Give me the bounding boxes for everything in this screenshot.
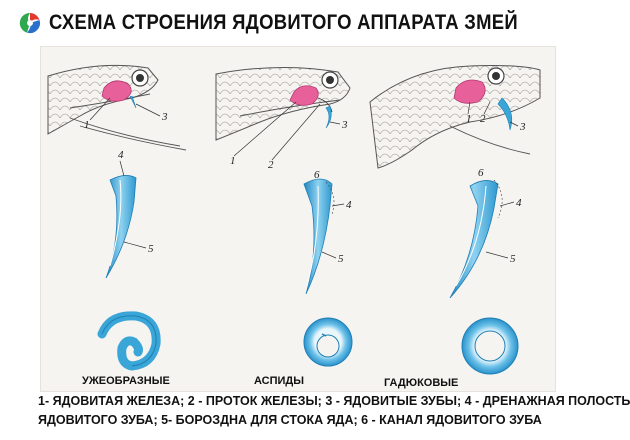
fang-elapid	[303, 178, 335, 295]
label-num: 6	[314, 169, 320, 181]
label-num: 3	[341, 119, 348, 131]
cross-section-partial-canal	[303, 317, 353, 367]
label-num: 5	[338, 253, 344, 265]
fang-viper	[449, 179, 503, 299]
label-num: 3	[161, 111, 168, 123]
venom-apparatus-diagram: 1 3 1 2 3 1 2 3	[40, 46, 556, 392]
venom-gland	[289, 85, 319, 106]
snake-family-label: ГАДЮКОВЫЕ	[384, 377, 458, 389]
label-num: 5	[510, 253, 516, 265]
label-num: 6	[478, 167, 484, 179]
cross-section-full-canal	[461, 317, 519, 375]
fang-colubrid	[105, 175, 137, 279]
venom-gland	[453, 79, 486, 104]
tricolor-swirl-logo-icon	[19, 12, 40, 34]
snake-head-colubrid	[47, 64, 187, 151]
label-num: 4	[346, 199, 352, 211]
label-num: 1	[466, 113, 472, 125]
snake-head-viper	[369, 65, 541, 169]
snake-family-label: АСПИДЫ	[254, 375, 304, 387]
label-num: 3	[519, 121, 526, 133]
legend-caption: 1- ЯДОВИТАЯ ЖЕЛЕЗА; 2 - ПРОТОК ЖЕЛЕЗЫ; 3…	[38, 392, 630, 430]
venom-gland	[101, 80, 132, 102]
snake-family-label: УЖЕОБРАЗНЫЕ	[82, 375, 170, 387]
legend-line-2: ЯДОВИТОГО ЗУБА; 5- БОРОЗДНА ДЛЯ СТОКА ЯД…	[38, 413, 542, 427]
cross-section-groove	[97, 311, 161, 371]
page-title: СХЕМА СТРОЕНИЯ ЯДОВИТОГО АППАРАТА ЗМЕЙ	[48, 11, 518, 34]
label-num: 4	[118, 149, 124, 161]
label-num: 4	[516, 197, 522, 209]
diagram-canvas: 1 3 1 2 3 1 2 3	[47, 64, 541, 389]
label-num: 1	[84, 119, 90, 131]
label-num: 5	[148, 243, 154, 255]
label-num: 2	[480, 113, 486, 125]
legend-line-1: 1- ЯДОВИТАЯ ЖЕЛЕЗА; 2 - ПРОТОК ЖЕЛЕЗЫ; 3…	[38, 394, 630, 408]
snake-head-elapid	[215, 66, 351, 141]
label-num: 1	[230, 155, 236, 167]
header: СХЕМА СТРОЕНИЯ ЯДОВИТОГО АППАРАТА ЗМЕЙ	[0, 0, 600, 46]
label-num: 2	[268, 159, 274, 171]
